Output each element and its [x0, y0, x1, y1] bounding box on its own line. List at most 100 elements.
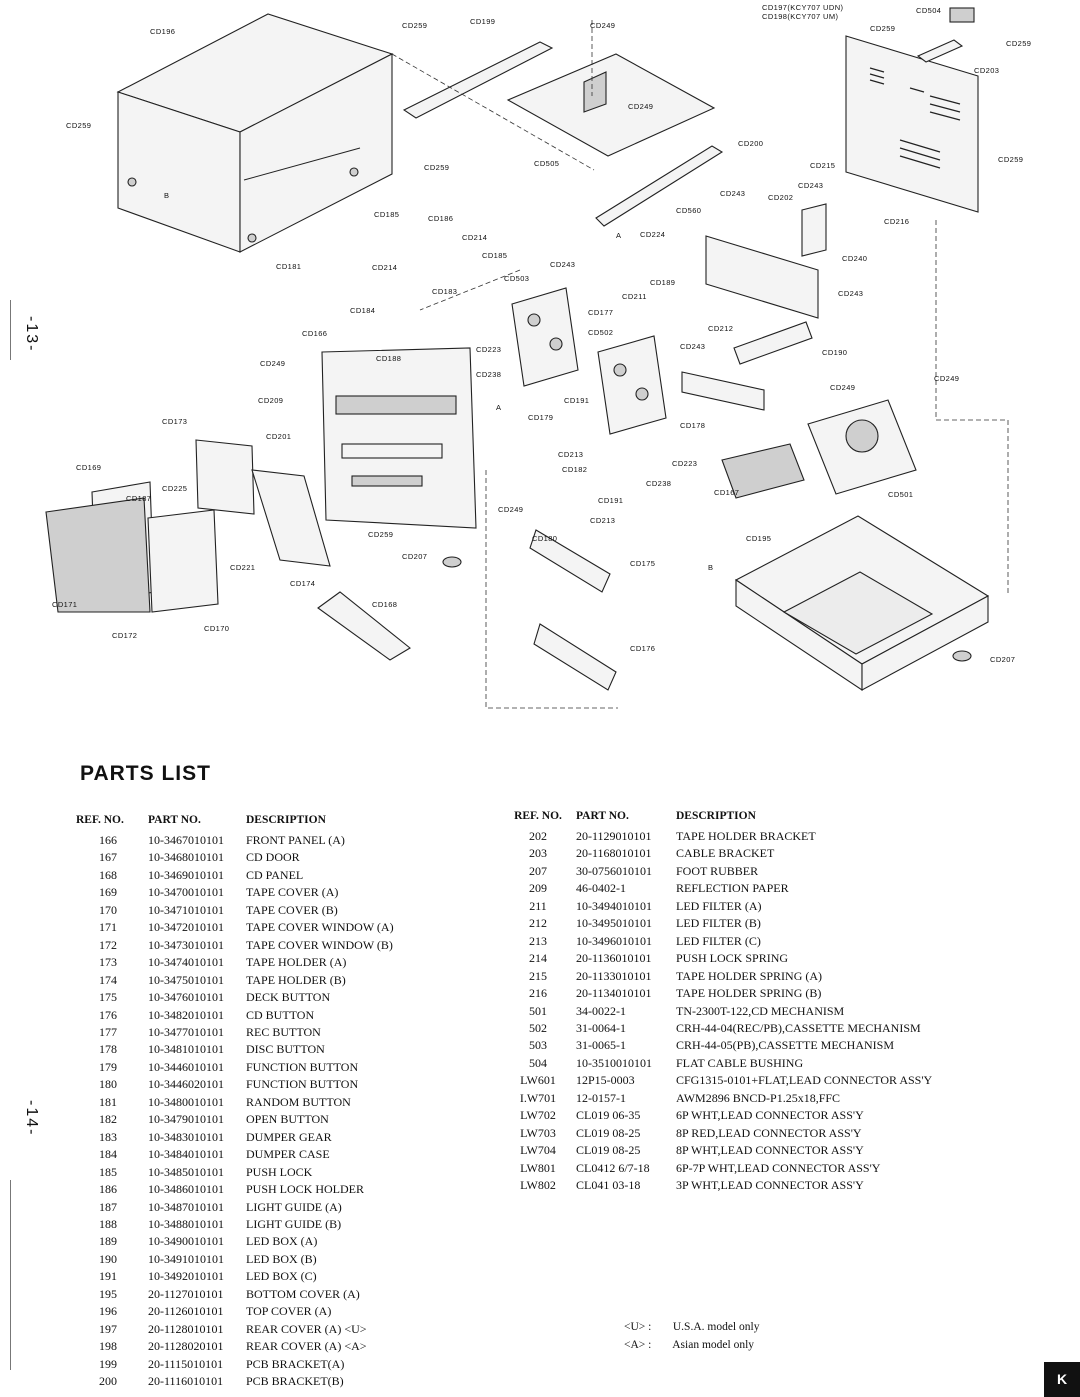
cell-ref: 197 — [99, 1321, 117, 1336]
callout-cd240: CD240 — [842, 254, 867, 263]
cell-desc: BOTTOM COVER (A) — [246, 1286, 360, 1301]
callout-cd200: CD200 — [738, 139, 763, 148]
callout-cd209: CD209 — [258, 396, 283, 405]
cell-ref: 200 — [99, 1374, 117, 1389]
cell-desc: CD DOOR — [246, 850, 300, 865]
pcb-bracket-a-drawing — [402, 41, 554, 119]
cell-ref: 172 — [99, 937, 117, 952]
callout-cd185-a: CD185 — [374, 210, 399, 219]
cell-ref: 503 — [529, 1038, 547, 1053]
callout-cd243-a: CD243 — [798, 181, 823, 190]
table-header-row: REF. NO. PART NO. DESCRIPTION — [508, 808, 946, 828]
disc-button-drawing — [681, 371, 765, 411]
cassette-mechanism-503-drawing — [511, 287, 579, 387]
cell-desc: REC BUTTON — [246, 1024, 321, 1039]
cell-part: 10-3490010101 — [148, 1234, 224, 1249]
callout-cd224: CD224 — [640, 230, 665, 239]
cell-ref: 180 — [99, 1077, 117, 1092]
callout-cd166: CD166 — [302, 329, 327, 338]
cell-desc: 8P WHT,LEAD CONNECTOR ASS'Y — [676, 1143, 864, 1158]
cell-desc: FRONT PANEL (A) — [246, 833, 345, 847]
cell-ref: 211 — [529, 898, 547, 913]
callout-cd183: CD183 — [432, 287, 457, 296]
foot-rubber-drawing — [442, 556, 462, 568]
callout-marker-b2: B — [708, 563, 713, 572]
callout-cd243-b: CD243 — [720, 189, 745, 198]
cell-desc: 6P-7P WHT,LEAD CONNECTOR ASS'Y — [676, 1160, 881, 1175]
cell-desc: LED BOX (A) — [246, 1234, 318, 1249]
cell-part: 10-3469010101 — [148, 867, 224, 882]
cell-desc: CRH-44-04(REC/PB),CASSETTE MECHANISM — [676, 1020, 921, 1035]
cell-part: 20-1116010101 — [148, 1374, 224, 1389]
cell-part: 10-3486010101 — [148, 1182, 224, 1197]
cell-ref: 185 — [99, 1164, 117, 1179]
callout-cd190: CD190 — [822, 348, 847, 357]
header-desc: DESCRIPTION — [676, 810, 756, 822]
cd-panel-drawing — [317, 591, 411, 661]
cell-desc: FUNCTION BUTTON — [246, 1077, 359, 1092]
cell-part: 10-3473010101 — [148, 937, 224, 952]
cell-ref: 177 — [99, 1024, 117, 1039]
cell-ref: 170 — [99, 902, 117, 917]
model-notes: <U> : U.S.A. model only <A> : Asian mode… — [624, 1318, 759, 1354]
cell-ref: 182 — [99, 1112, 117, 1127]
cell-part: 10-3446010101 — [148, 1059, 224, 1074]
cell-desc: DUMPER CASE — [246, 1147, 330, 1162]
page-number-bottom: -14- — [23, 1100, 40, 1137]
callout-cd214-a: CD214 — [462, 233, 487, 242]
cell-desc: AWM2896 BNCD-P1.25x18,FFC — [676, 1090, 841, 1105]
exploded-view-diagram: CD196 CD259 CD199 CD249 CD197(KCY707 UDN… — [45, 3, 1031, 709]
cell-ref: 181 — [99, 1094, 117, 1109]
cell-part: 10-3483010101 — [148, 1129, 224, 1144]
callout-cd203: CD203 — [974, 66, 999, 75]
cell-ref: 202 — [529, 829, 547, 843]
callout-cd214-b: CD214 — [372, 263, 397, 272]
note-row: <A> : Asian model only — [624, 1336, 759, 1354]
cell-part: 10-3488010101 — [148, 1216, 224, 1231]
callout-cd197: CD197(KCY707 UDN) — [762, 3, 844, 12]
cell-desc: PCB BRACKET(B) — [246, 1374, 344, 1389]
cell-ref: 184 — [99, 1147, 117, 1162]
cell-part: 20-1128020101 — [148, 1339, 224, 1354]
callout-cd259-b: CD259 — [870, 24, 895, 33]
callout-cd504: CD504 — [916, 6, 941, 15]
header-ref: REF. NO. — [514, 810, 562, 822]
cell-desc: DUMPER GEAR — [246, 1129, 332, 1144]
cell-desc: REFLECTION PAPER — [676, 881, 789, 896]
cell-ref: 176 — [99, 1007, 117, 1022]
cell-ref: 203 — [529, 846, 547, 861]
cell-ref: 216 — [529, 986, 547, 1001]
tape-covers-drawing — [45, 481, 219, 613]
cell-desc: TAPE HOLDER BRACKET — [676, 829, 816, 843]
cell-desc: TAPE COVER WINDOW (A) — [246, 920, 394, 935]
cell-desc: CD BUTTON — [246, 1007, 315, 1022]
callout-cd173: CD173 — [162, 417, 187, 426]
cell-desc: PCB BRACKET(A) — [246, 1356, 345, 1371]
note-code: <A> : — [624, 1339, 652, 1351]
cd-mechanism-drawing — [807, 399, 917, 495]
cell-ref: 191 — [99, 1269, 117, 1284]
cell-desc: FUNCTION BUTTON — [246, 1059, 359, 1074]
callout-cd259-c: CD259 — [1006, 39, 1031, 48]
cell-desc: LED BOX (B) — [246, 1251, 317, 1266]
cell-ref: I.W701 — [519, 1090, 557, 1105]
cell-part: 20-1133010101 — [576, 968, 652, 983]
cd-door-drawing — [721, 443, 805, 499]
cell-ref: 173 — [99, 955, 117, 970]
